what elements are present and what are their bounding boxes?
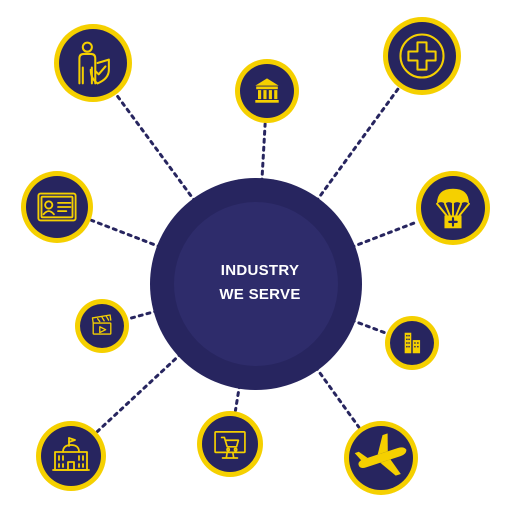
industry-node: [36, 421, 106, 491]
industry-node: [235, 59, 299, 123]
ecommerce-screen-icon: [214, 431, 246, 459]
parachute-aid-icon: [436, 188, 470, 229]
office-buildings-icon: [404, 332, 421, 354]
node-disc: [202, 416, 258, 472]
node-disc: [26, 176, 88, 238]
government-building-icon: [52, 437, 90, 471]
connector-line: [233, 383, 242, 412]
industry-node: [416, 171, 490, 245]
connector-line: [115, 93, 197, 204]
connector-line: [314, 86, 400, 204]
industry-node: [385, 316, 439, 370]
connector-line: [127, 309, 160, 321]
connector-line: [95, 351, 183, 433]
industry-node: [344, 421, 418, 495]
connector-line: [314, 365, 361, 429]
node-disc: [388, 22, 456, 90]
airplane-icon: [354, 433, 407, 476]
hub-title-line-2: WE SERVE: [219, 286, 301, 303]
connector-line: [260, 122, 267, 184]
person-shield-icon: [78, 41, 110, 85]
nodes: [21, 17, 490, 495]
industry-node: [197, 411, 263, 477]
bank-icon: [255, 78, 279, 103]
connector-line: [349, 318, 388, 335]
medical-cross-icon: [399, 33, 445, 79]
node-disc: [240, 64, 294, 118]
industry-node: [54, 24, 132, 102]
node-disc: [41, 426, 101, 486]
id-card-icon: [37, 192, 77, 222]
node-disc: [59, 29, 127, 97]
node-disc: [390, 321, 434, 365]
connectors: [90, 86, 420, 433]
hub-inner-circle: [174, 202, 338, 366]
clapperboard-icon: [91, 314, 112, 335]
hub: [150, 178, 362, 390]
node-disc: [80, 304, 124, 348]
hub-title-line-1: INDUSTRY: [220, 262, 300, 279]
industry-node: [383, 17, 461, 95]
industry-node: [75, 299, 129, 353]
connector-line: [90, 218, 163, 249]
industry-node: [21, 171, 93, 243]
connector-line: [349, 220, 420, 249]
